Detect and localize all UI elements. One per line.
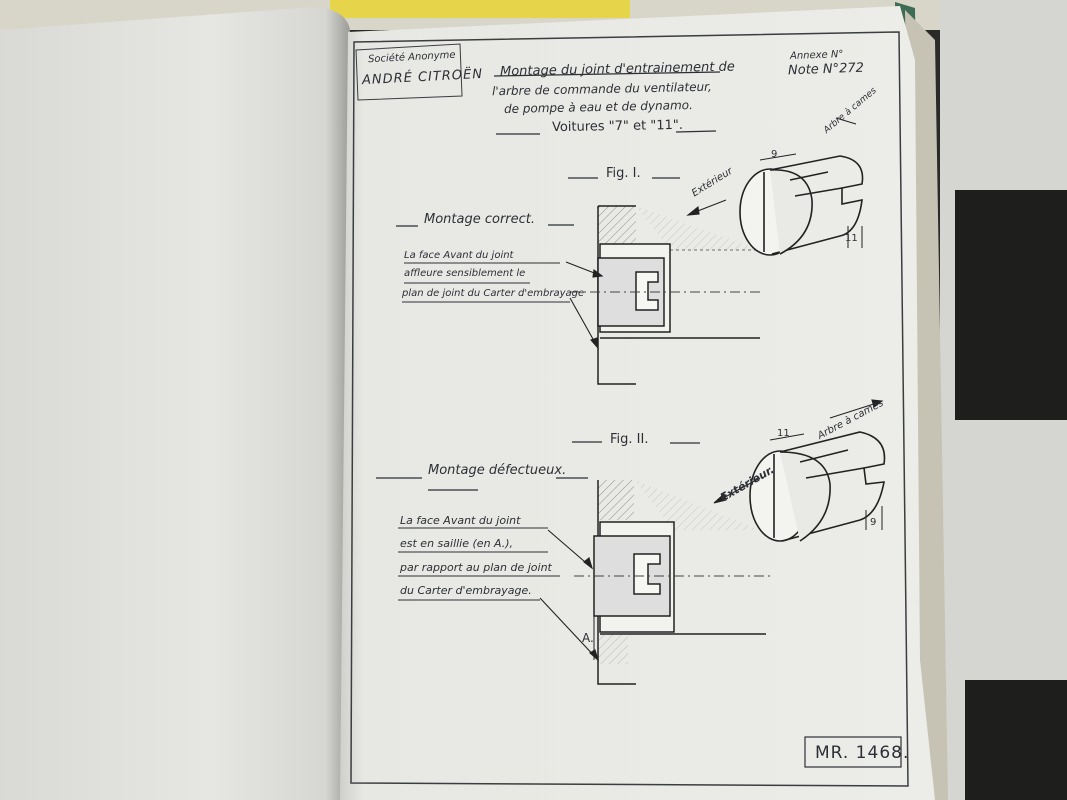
drawing-reference: MR. 1468.: [815, 743, 910, 763]
fig1-assembly: [570, 205, 760, 385]
fig1-coupling-perspective: [739, 153, 864, 256]
drawing-frame: [350, 31, 909, 787]
fig2-assembly: [574, 480, 770, 685]
fig1-label: Fig. I.: [606, 166, 641, 181]
fig1-dimension-side: 11: [845, 233, 858, 244]
fig2-caption-line: par rapport au plan de joint: [400, 561, 552, 574]
fig1-heading: Montage correct.: [424, 212, 536, 227]
fig2-caption-line: est en saillie (en A.),: [400, 537, 514, 550]
fig2-label: Fig. II.: [610, 432, 649, 447]
fig1-caption-line: plan de joint du Carter d'embrayage: [402, 288, 585, 299]
fig1-caption-line: affleure sensiblement le: [404, 268, 526, 279]
fig2-heading: Montage défectueux.: [428, 463, 567, 478]
checker-tile-dark: [965, 680, 1067, 800]
company-box: [355, 43, 463, 101]
fig1-caption-line: La face Avant du joint: [404, 250, 514, 261]
fig2-dimension-side: 9: [870, 517, 877, 528]
fig2-coupling-perspective: [749, 431, 886, 542]
fig2-marker-a: A.: [582, 631, 594, 645]
fig2-caption-line: du Carter d'embrayage.: [400, 584, 532, 597]
checker-tile-dark: [955, 190, 1067, 420]
note-number: Note N°272: [787, 60, 865, 79]
left-page: [0, 7, 350, 800]
fig1-dimension-top: 9: [771, 149, 778, 160]
annex-label: Annexe N°: [789, 49, 844, 62]
fig2-dimension-top: 11: [777, 428, 790, 439]
title-vehicles: Voitures "7" et "11".: [551, 117, 684, 136]
leader-arrows: [539, 117, 884, 662]
fig2-caption-line: La face Avant du joint: [400, 514, 521, 527]
yellow-strip: [330, 0, 630, 18]
reference-box: [804, 736, 902, 768]
